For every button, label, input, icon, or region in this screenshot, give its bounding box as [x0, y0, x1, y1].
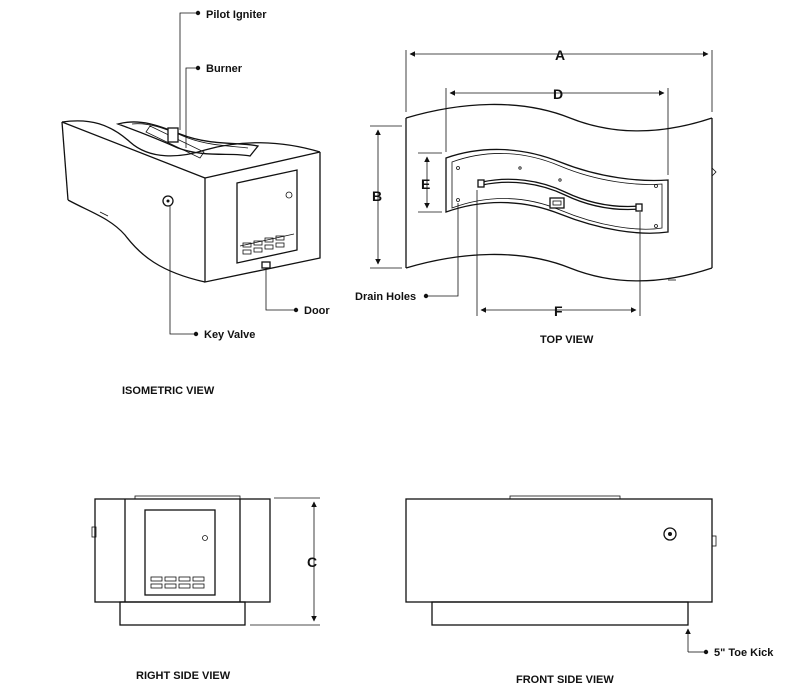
isometric-view — [61, 10, 321, 337]
dimension-f-label: F — [554, 303, 563, 319]
door-vent-slots — [242, 235, 285, 255]
dimension-c-label: C — [307, 554, 317, 570]
door-label: Door — [304, 305, 330, 317]
front-side-view — [405, 495, 717, 655]
pilot-igniter-label: Pilot Igniter — [206, 9, 267, 21]
dimension-a-label: A — [555, 47, 565, 63]
dimension-e-label: E — [421, 176, 430, 192]
key-valve-label: Key Valve — [204, 329, 255, 341]
top-view — [370, 50, 717, 316]
dimension-b-label: B — [372, 188, 382, 204]
burner-label: Burner — [206, 63, 243, 75]
key-valve-icon — [162, 195, 174, 207]
front-key-valve-icon — [663, 527, 677, 541]
drain-holes-label: Drain Holes — [355, 291, 416, 303]
toe-kick-label: 5" Toe Kick — [714, 647, 774, 659]
top-view-title: TOP VIEW — [540, 334, 594, 346]
right-door-vent-slots — [150, 576, 205, 589]
front-side-view-title: FRONT SIDE VIEW — [516, 674, 614, 686]
right-side-view-title: RIGHT SIDE VIEW — [136, 670, 231, 682]
dimension-d-label: D — [553, 86, 563, 102]
right-side-view — [91, 495, 320, 626]
isometric-view-title: ISOMETRIC VIEW — [122, 385, 215, 397]
